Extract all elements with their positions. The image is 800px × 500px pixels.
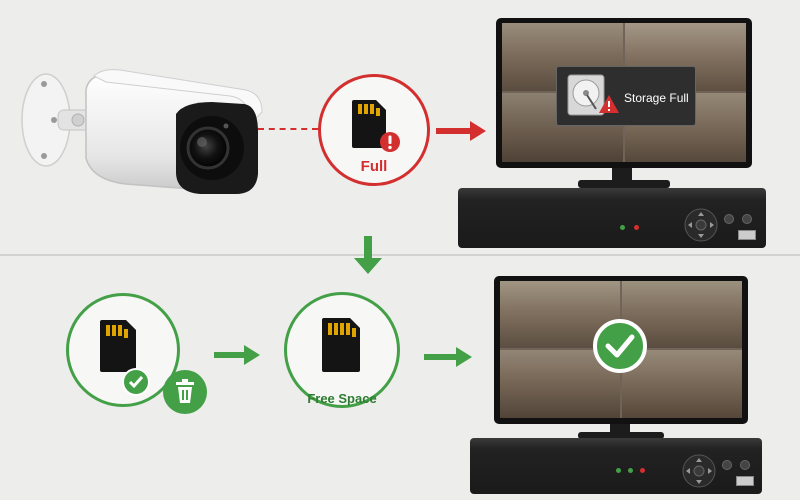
dvr-recorder-icon [458, 188, 766, 248]
dvr-dpad [682, 454, 716, 488]
green-arrow-icon [214, 344, 262, 366]
dvr-usb-port [738, 230, 756, 240]
camera-connection-line [258, 128, 318, 130]
sd-card-icon [316, 316, 364, 374]
dvr-dpad [684, 208, 718, 242]
dvr-button [742, 214, 752, 224]
dvr-led-red [640, 468, 645, 473]
dvr-led-green [620, 225, 625, 230]
green-arrow-icon [424, 346, 474, 368]
dvr-led-green [616, 468, 621, 473]
down-arrow-icon [354, 236, 382, 276]
section-divider [0, 254, 800, 256]
warning-icon [598, 94, 620, 114]
dvr-usb-port [736, 476, 754, 486]
dvr-recorder-icon [470, 438, 762, 494]
trash-icon [162, 369, 208, 415]
security-camera-icon [16, 62, 264, 212]
alert-icon [379, 131, 401, 153]
dvr-button [722, 460, 732, 470]
dvr-button [740, 460, 750, 470]
red-arrow-icon [436, 120, 488, 142]
dvr-button [724, 214, 734, 224]
sd-card-full-label: Full [318, 158, 430, 175]
monitor-base [578, 180, 670, 188]
check-circle-icon [592, 318, 648, 374]
check-icon [122, 368, 150, 396]
sd-card-icon [94, 318, 140, 374]
sd-card-free-label: Free Space [284, 391, 400, 406]
dvr-led-green [628, 468, 633, 473]
dvr-led-red [634, 225, 639, 230]
storage-full-text: Storage Full [624, 91, 689, 105]
